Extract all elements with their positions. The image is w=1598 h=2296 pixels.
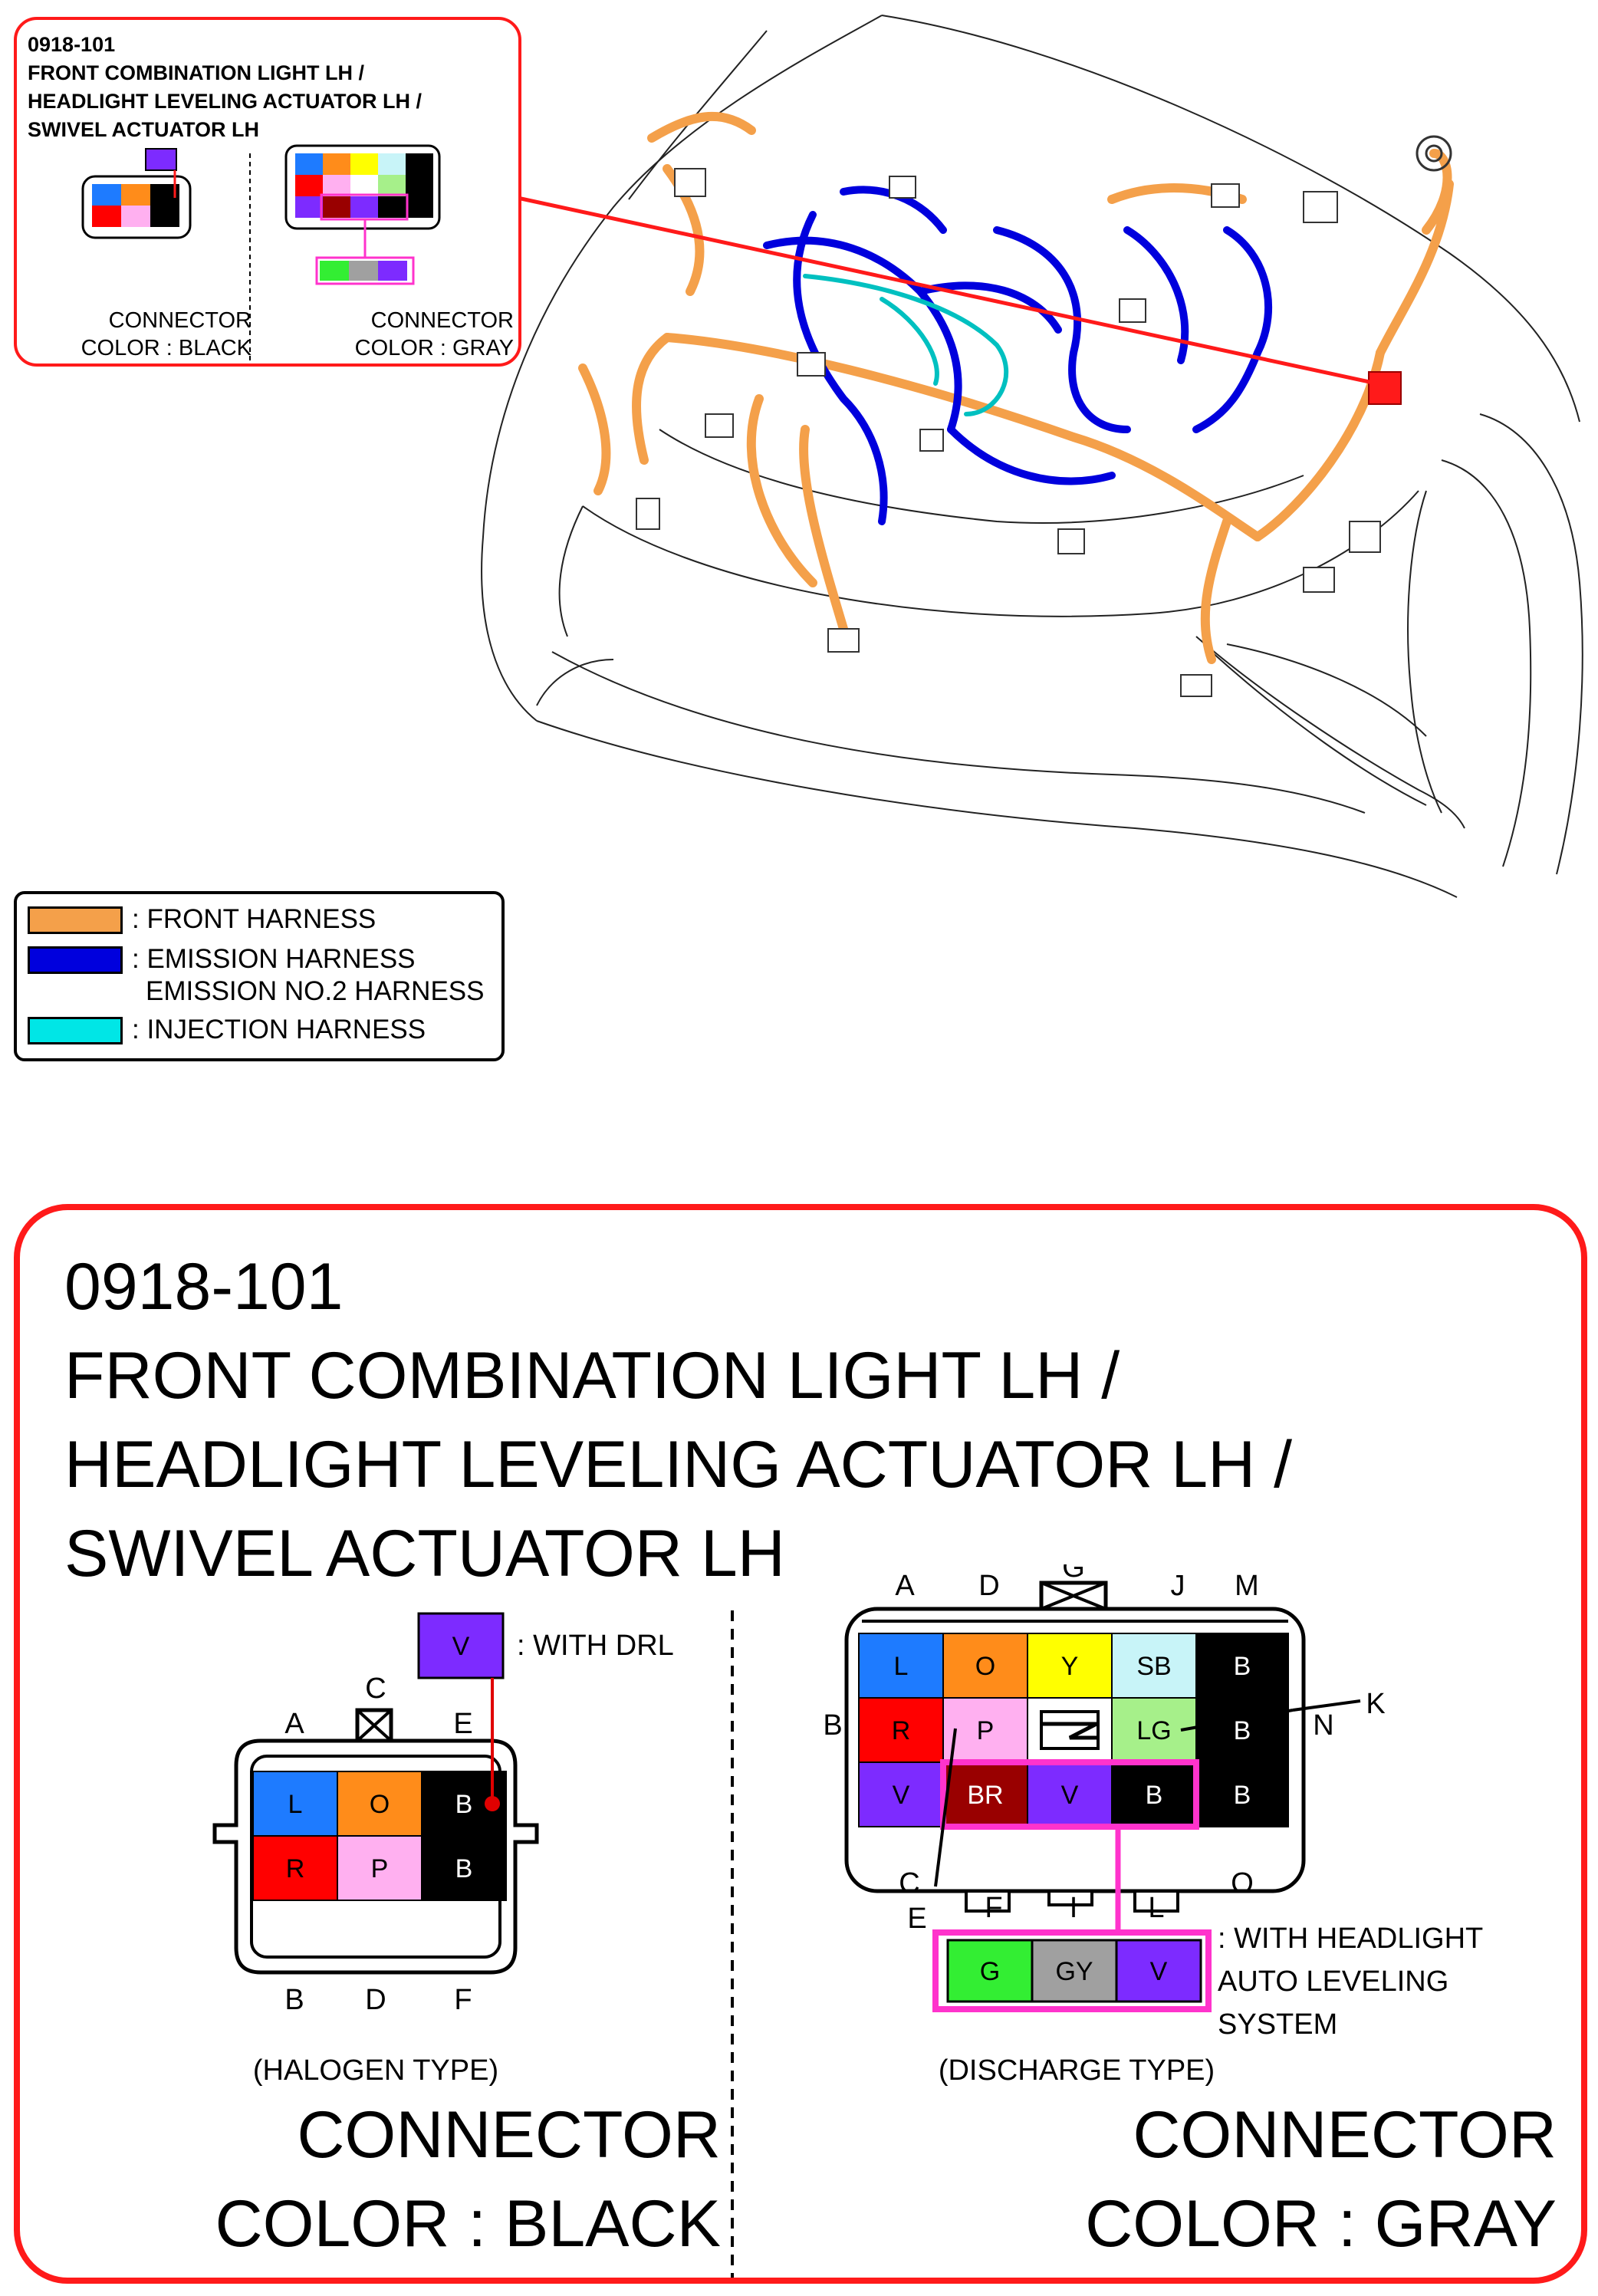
halogen-cell-B2: B	[455, 1854, 473, 1883]
halogen-cell-B1: B	[455, 1790, 473, 1819]
discharge-pin-K: K	[1366, 1688, 1385, 1720]
engine-bay-illustration	[481, 15, 1583, 898]
discharge-cell-SB: SB	[1136, 1652, 1171, 1681]
callout-small-diagrams	[81, 144, 441, 360]
discharge-connector	[844, 1581, 1361, 2012]
callout-small-id: 0918-101	[28, 33, 116, 56]
discharge-cell-B2: B	[1234, 1716, 1251, 1745]
discharge-pin-I: I	[1070, 1892, 1078, 1924]
discharge-pin-G: G	[1062, 1564, 1085, 1584]
halogen-pin-C: C	[365, 1673, 386, 1705]
discharge-cell-R: R	[892, 1716, 911, 1745]
discharge-connector-color: CONNECTOR COLOR : GRAY	[1085, 2098, 1557, 2261]
halogen-pin-F: F	[454, 1984, 472, 2016]
legend-swatch-front	[28, 906, 123, 934]
drl-note: : WITH DRL	[517, 1630, 674, 1662]
discharge-cell-B3: B	[1146, 1781, 1163, 1810]
discharge-cell-L: L	[894, 1652, 909, 1681]
halogen-connector-color: CONNECTOR COLOR : BLACK	[215, 2098, 721, 2261]
halogen-connector	[212, 1612, 539, 1975]
callout-box-large	[14, 1204, 1587, 2284]
auto-leveling-GY: GY	[1055, 1957, 1093, 1986]
discharge-pin-O: O	[1231, 1867, 1254, 1900]
discharge-cell-O: O	[975, 1652, 995, 1681]
mini-halogen-connector	[81, 148, 192, 239]
discharge-pin-N: N	[1313, 1709, 1333, 1742]
discharge-cell-B1: B	[1234, 1652, 1251, 1681]
discharge-pin-F: F	[985, 1892, 1002, 1924]
auto-leveling-note-2: AUTO LEVELING	[1218, 1965, 1448, 1998]
halogen-cell-P: P	[371, 1854, 389, 1883]
connector-id: 0918-101	[64, 1250, 344, 1324]
discharge-pin-J: J	[1171, 1570, 1185, 1602]
callout-small-title-3: SWIVEL ACTUATOR LH	[28, 118, 259, 141]
discharge-pin-C: C	[899, 1867, 919, 1900]
harness-legend	[14, 891, 505, 1061]
callout-small-discharge-color: CONNECTOR COLOR : GRAY	[354, 308, 514, 360]
legend-label-injection: : INJECTION HARNESS	[132, 1015, 426, 1044]
discharge-cell-V2: V	[1061, 1781, 1079, 1810]
discharge-cell-V1: V	[893, 1781, 910, 1810]
halogen-cell-L: L	[288, 1790, 303, 1819]
discharge-pin-A: A	[895, 1570, 915, 1602]
discharge-cell-BR: BR	[967, 1781, 1003, 1810]
title-line-3: SWIVEL ACTUATOR LH	[64, 1517, 785, 1590]
auto-leveling-G: G	[980, 1957, 1000, 1986]
highlighted-connector	[1368, 371, 1402, 405]
discharge-type-label: (DISCHARGE TYPE)	[939, 2054, 1215, 2087]
discharge-pin-D: D	[978, 1570, 999, 1602]
title-line-1: FRONT COMBINATION LIGHT LH /	[64, 1339, 1120, 1413]
connector-diagrams: L O B R P B V A C E B D F : WITH DRL (HA…	[212, 1564, 1483, 2278]
discharge-pin-M: M	[1235, 1570, 1259, 1602]
discharge-pin-B: B	[823, 1709, 842, 1742]
halogen-pin-A: A	[284, 1708, 304, 1740]
discharge-pin-L: L	[1148, 1892, 1164, 1924]
title-line-2: HEADLIGHT LEVELING ACTUATOR LH /	[64, 1428, 1292, 1502]
auto-leveling-note-3: SYSTEM	[1218, 2008, 1337, 2041]
halogen-cell-O: O	[370, 1790, 390, 1819]
auto-leveling-V: V	[1150, 1957, 1168, 1986]
drl-wire-label: V	[452, 1632, 470, 1661]
legend-label-front: : FRONT HARNESS	[132, 904, 376, 934]
legend-label-emission-2: EMISSION NO.2 HARNESS	[146, 976, 485, 1006]
discharge-cell-B4: B	[1234, 1781, 1251, 1810]
discharge-cell-P: P	[977, 1716, 995, 1745]
callout-small-title-1: FRONT COMBINATION LIGHT LH /	[28, 61, 364, 84]
callout-small-title-2: HEADLIGHT LEVELING ACTUATOR LH /	[28, 90, 422, 113]
halogen-pin-D: D	[365, 1984, 386, 2016]
legend-swatch-injection	[28, 1017, 123, 1044]
mini-discharge-connector	[284, 144, 441, 285]
blanked-pin-icon	[1040, 1710, 1100, 1750]
halogen-type-label: (HALOGEN TYPE)	[253, 2054, 498, 2087]
discharge-cell-Y: Y	[1061, 1652, 1079, 1681]
legend-swatch-emission	[28, 946, 123, 974]
legend-label-emission: : EMISSION HARNESS	[132, 944, 416, 974]
discharge-pin-E: E	[907, 1903, 926, 1935]
callout-small-halogen-color: CONNECTOR COLOR : BLACK	[81, 308, 252, 360]
auto-leveling-note-1: : WITH HEADLIGHT	[1218, 1923, 1483, 1955]
halogen-pin-B: B	[284, 1984, 304, 2016]
halogen-pin-E: E	[453, 1708, 472, 1740]
halogen-cell-R: R	[286, 1854, 305, 1883]
discharge-cell-LG: LG	[1136, 1716, 1171, 1745]
